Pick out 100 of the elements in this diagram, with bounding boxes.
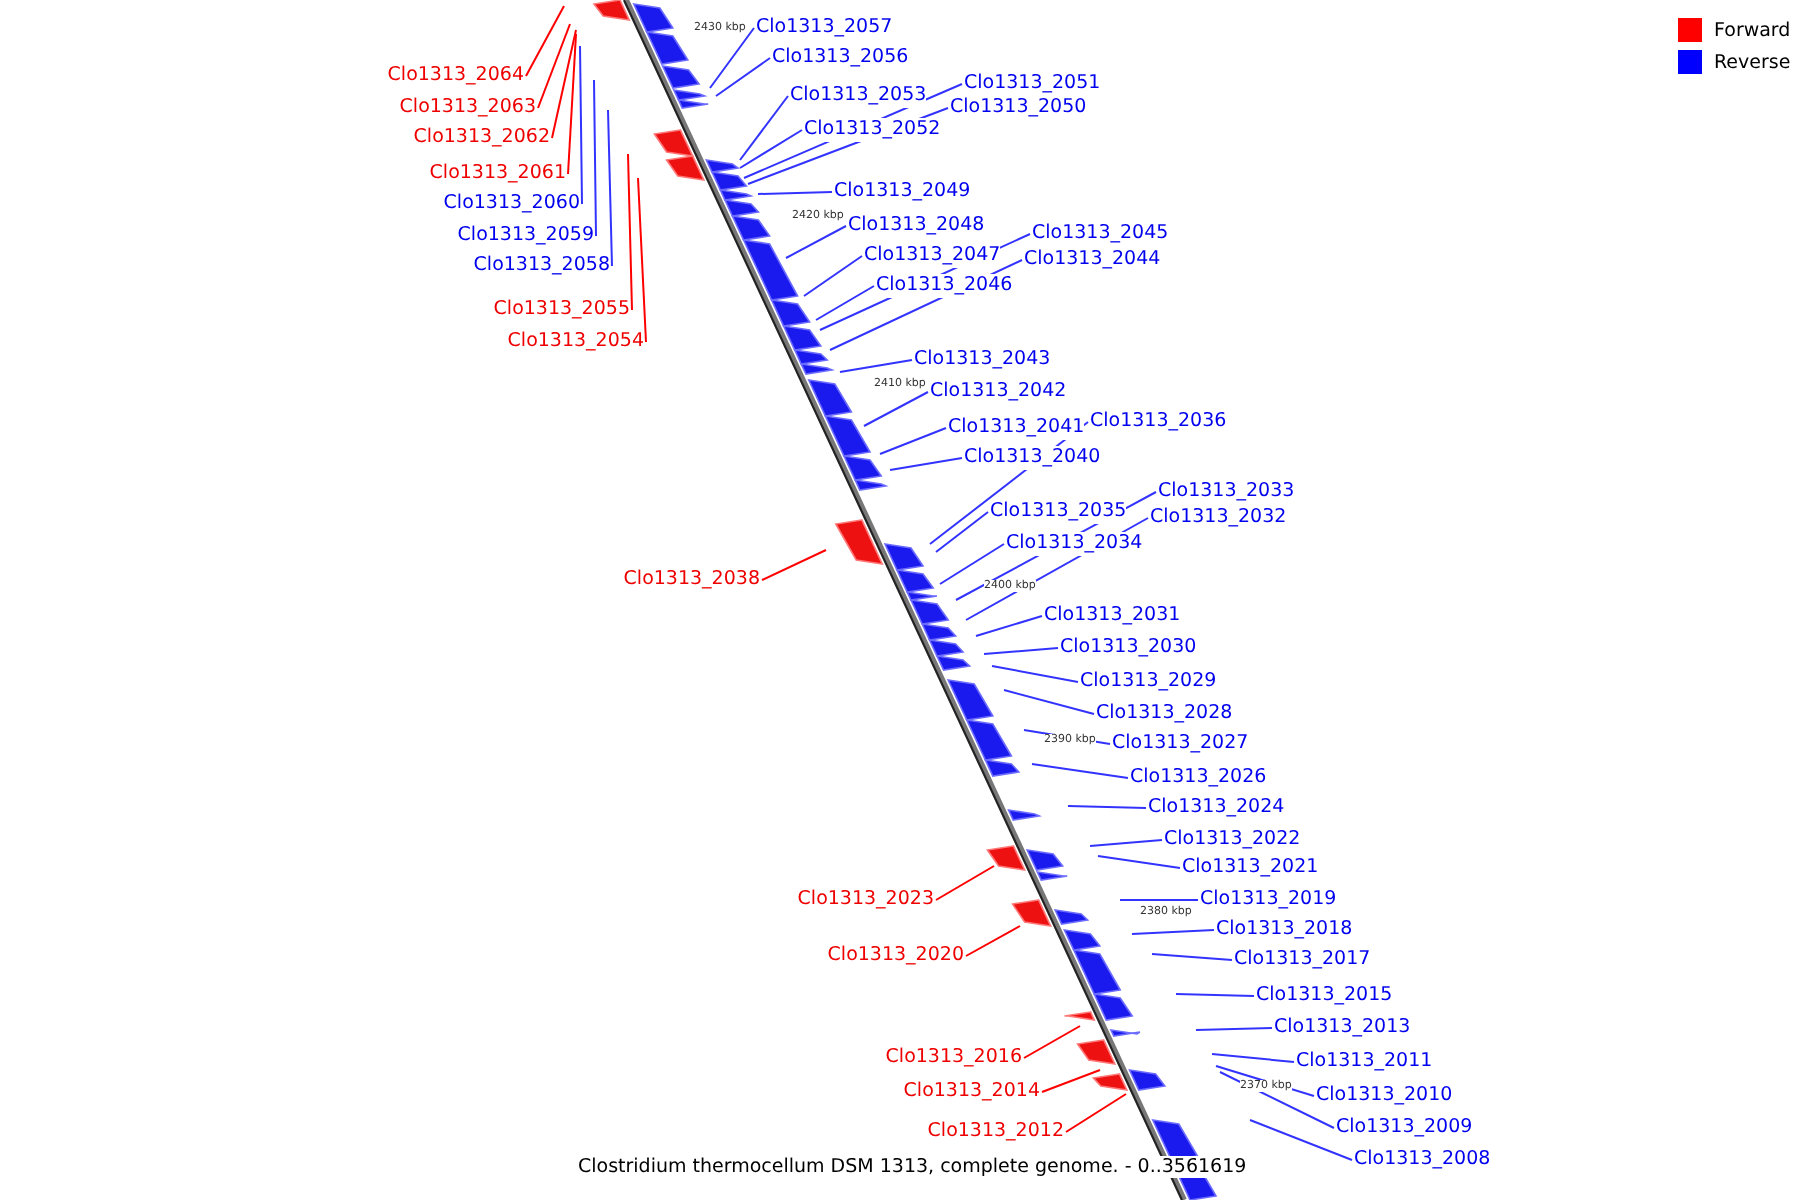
gene-label: Clo1313_2038 — [623, 568, 760, 592]
leader-line — [525, 5, 565, 77]
gene-label: Clo1313_2036 — [1090, 410, 1227, 434]
leader-line — [1175, 993, 1255, 997]
legend-label: Reverse — [1714, 51, 1791, 73]
leader-line — [939, 543, 1005, 585]
gene-label: Clo1313_2051 — [964, 72, 1101, 96]
leader-line — [709, 27, 755, 89]
gene-label: Clo1313_2050 — [950, 96, 1087, 120]
gene-label: Clo1313_2042 — [930, 380, 1067, 404]
leader-line — [785, 225, 847, 259]
gene-label: Clo1313_2044 — [1024, 248, 1161, 272]
gene-label: Clo1313_2048 — [848, 214, 985, 238]
gene-label: Clo1313_2033 — [1158, 480, 1295, 504]
gene-label: Clo1313_2052 — [804, 118, 941, 142]
gene-label: Clo1313_2018 — [1216, 918, 1353, 942]
leader-line — [1023, 1025, 1081, 1059]
gene-label: Clo1313_2027 — [1112, 732, 1249, 756]
leader-line — [1211, 1053, 1295, 1063]
gene-label: Clo1313_2014 — [903, 1080, 1040, 1104]
gene-label: Clo1313_2020 — [827, 944, 964, 968]
leader-line — [965, 925, 1021, 957]
gene-label: Clo1313_2040 — [964, 446, 1101, 470]
leader-line — [1151, 953, 1233, 961]
caption: Clostridium thermocellum DSM 1313, complete genome. - 0..3561619 — [578, 1156, 1247, 1178]
gene-label: Clo1313_2043 — [914, 348, 1051, 372]
leader-line — [1003, 689, 1095, 715]
gene-label: Clo1313_2034 — [1006, 532, 1143, 556]
leader-line — [1067, 805, 1147, 809]
gene-label: Clo1313_2009 — [1336, 1116, 1473, 1140]
leader-line — [991, 665, 1079, 683]
gene-label: Clo1313_2061 — [429, 162, 566, 186]
leader-line — [537, 23, 571, 109]
gene-label: Clo1313_2054 — [507, 330, 644, 354]
leader-line — [803, 255, 863, 297]
leader-line — [1249, 1119, 1353, 1161]
leader-line — [889, 457, 963, 471]
gene-label: Clo1313_2030 — [1060, 636, 1197, 660]
gene-label: Clo1313_2015 — [1256, 984, 1393, 1008]
leader-line — [715, 57, 771, 97]
gene-label: Clo1313_2047 — [864, 244, 1001, 268]
legend-label: Forward — [1714, 19, 1791, 41]
leader-line — [607, 109, 613, 267]
gene-label: Clo1313_2049 — [834, 180, 971, 204]
gene-label: Clo1313_2053 — [790, 84, 927, 108]
gene-label: Clo1313_2064 — [387, 64, 524, 88]
gene-label: Clo1313_2056 — [772, 46, 909, 70]
leader-line — [1031, 763, 1129, 779]
gene-label: Clo1313_2013 — [1274, 1016, 1411, 1040]
gene-label: Clo1313_2017 — [1234, 948, 1371, 972]
leader-line — [627, 153, 633, 311]
gene-label: Clo1313_2059 — [457, 224, 594, 248]
leader-line — [839, 359, 913, 373]
leader-line — [637, 177, 647, 343]
gene-label: Clo1313_2029 — [1080, 670, 1217, 694]
gene-label: Clo1313_2028 — [1096, 702, 1233, 726]
leader-line — [879, 427, 947, 455]
leader-line — [579, 45, 583, 205]
gene-label: Clo1313_2062 — [413, 126, 550, 150]
gene-label: Clo1313_2031 — [1044, 604, 1181, 628]
leader-line — [1065, 1093, 1127, 1133]
leader-line — [739, 129, 803, 169]
leader-line — [567, 33, 577, 175]
leader-line — [935, 865, 995, 901]
gene-label: Clo1313_2046 — [876, 274, 1013, 298]
gene-label: Clo1313_2060 — [443, 192, 580, 216]
leader-line — [1119, 899, 1199, 901]
gene-label: Clo1313_2032 — [1150, 506, 1287, 530]
gene-label: Clo1313_2058 — [473, 254, 610, 278]
leader-line — [1089, 839, 1163, 847]
gene-label: Clo1313_2012 — [927, 1120, 1064, 1144]
gene-label: Clo1313_2016 — [885, 1046, 1022, 1070]
leader-line — [761, 549, 827, 581]
leader-line — [739, 95, 789, 161]
leader-line — [983, 647, 1059, 655]
leader-line — [815, 285, 875, 321]
gene-label: Clo1313_2035 — [990, 500, 1127, 524]
leader-line — [1131, 929, 1215, 935]
gene-label: Clo1313_2008 — [1354, 1148, 1491, 1172]
gene-label: Clo1313_2057 — [756, 16, 893, 40]
gene-label: Clo1313_2024 — [1148, 796, 1285, 820]
gene-label: Clo1313_2019 — [1200, 888, 1337, 912]
gene-label: Clo1313_2045 — [1032, 222, 1169, 246]
gene-label: Clo1313_2011 — [1296, 1050, 1433, 1074]
leader-line — [863, 391, 929, 427]
leader-line — [935, 511, 989, 553]
leader-line — [975, 615, 1043, 637]
leader-line — [593, 79, 597, 237]
gene-label: Clo1313_2026 — [1130, 766, 1267, 790]
leader-line — [551, 29, 577, 139]
gene-label: Clo1313_2063 — [399, 96, 536, 120]
gene-label: Clo1313_2023 — [797, 888, 934, 912]
leader-line — [1097, 855, 1181, 869]
leader-line — [757, 191, 833, 195]
gene-label: Clo1313_2041 — [948, 416, 1085, 440]
gene-label: Clo1313_2022 — [1164, 828, 1301, 852]
gene-label: Clo1313_2055 — [493, 298, 630, 322]
gene-label: Clo1313_2010 — [1316, 1084, 1453, 1108]
gene-label: Clo1313_2021 — [1182, 856, 1319, 880]
leader-line — [1041, 1069, 1101, 1093]
